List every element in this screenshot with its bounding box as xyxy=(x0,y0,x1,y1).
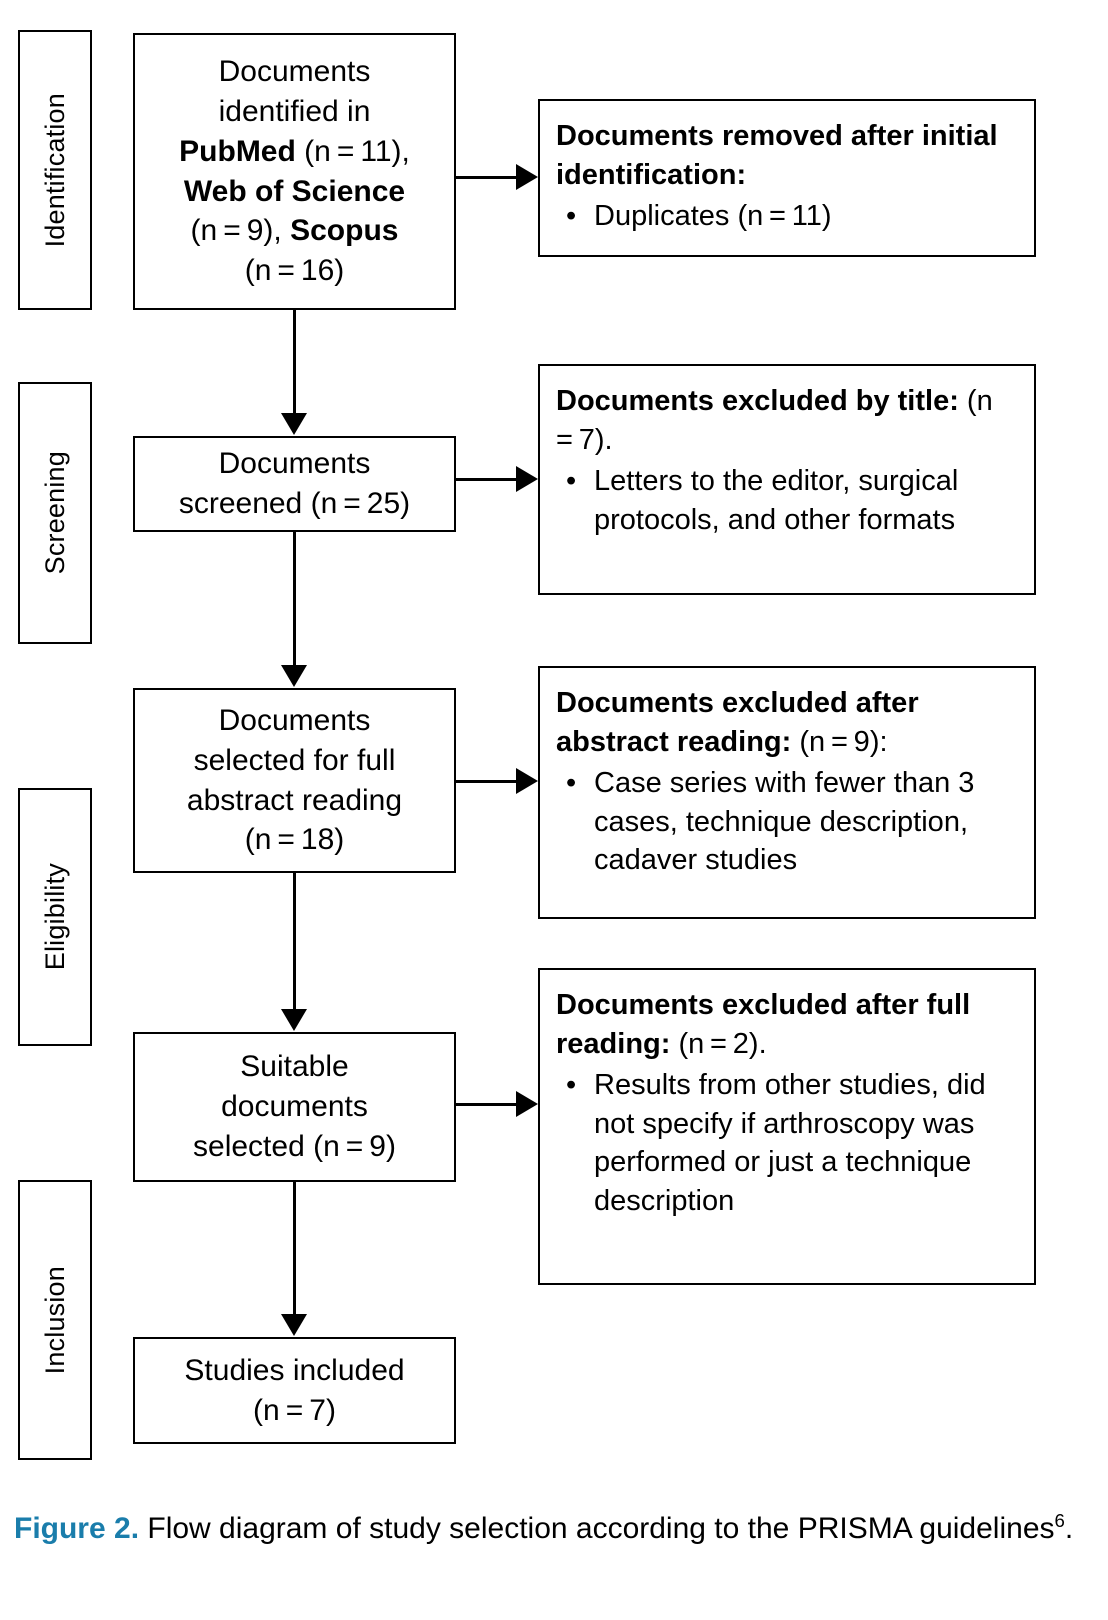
included-line-2: (n = 7) xyxy=(253,1393,336,1427)
figure-number: Figure 2. xyxy=(14,1512,140,1545)
excluded-abstract-bullet-1: Case series with fewer than 3 cases, tec… xyxy=(594,766,975,877)
suitable-line-2: documents xyxy=(221,1090,368,1124)
arrow-suitable-to-excluded-full-icon xyxy=(516,1091,538,1117)
identified-line-3: PubMed (n = 11), xyxy=(179,132,410,172)
excluded-full-heading-plain: (n = 2). xyxy=(670,1027,767,1060)
node-documents-identified: Documents identified in PubMed (n = 11),… xyxy=(133,33,456,310)
excluded-abstract-heading-bold: Documents excluded after abstract readin… xyxy=(556,687,919,758)
phase-box-inclusion: Inclusion xyxy=(18,1180,92,1460)
phase-box-screening: Screening xyxy=(18,382,92,644)
bullet-icon: • xyxy=(566,1068,577,1101)
figure-caption: Figure 2. Flow diagram of study selectio… xyxy=(14,1508,1084,1551)
arrow-abstract-to-suitable-icon xyxy=(281,1009,307,1031)
included-line-1: Studies included xyxy=(184,1353,405,1387)
removed-initial-bullet-1: Duplicates (n = 11) xyxy=(594,199,832,232)
identified-source-pubmed: PubMed xyxy=(179,134,296,168)
identified-pubmed-count: (n = 11), xyxy=(295,134,410,168)
figure-caption-reference: 6 xyxy=(1054,1510,1065,1531)
connector-suitable-to-excluded-full xyxy=(456,1103,520,1106)
identified-wos-count: (n = 9), xyxy=(190,214,291,248)
list-item: • Duplicates (n = 11) xyxy=(556,197,1020,236)
phase-label-identification: Identification xyxy=(39,92,70,248)
identified-scopus-count: (n = 16) xyxy=(244,254,345,288)
abstract-selected-line-4: (n = 18) xyxy=(244,823,345,857)
connector-abstract-to-excluded-abstract xyxy=(456,780,520,783)
arrow-suitable-to-included-icon xyxy=(281,1314,307,1336)
excluded-full-heading: Documents excluded after full reading: (… xyxy=(556,986,1020,1064)
bullet-icon: • xyxy=(566,199,577,232)
connector-abstract-to-suitable xyxy=(293,873,296,1011)
bullet-icon: • xyxy=(566,464,577,497)
phase-box-identification: Identification xyxy=(18,30,92,310)
arrow-abstract-to-excluded-abstract-icon xyxy=(516,768,538,794)
identified-source-wos: Web of Science xyxy=(183,174,406,208)
excluded-title-heading-bold: Documents excluded by title: xyxy=(556,385,959,417)
identified-line-2: identified in xyxy=(218,94,371,128)
phase-label-eligibility: Eligibility xyxy=(39,863,70,971)
arrow-screened-to-excluded-title-icon xyxy=(516,466,538,492)
list-item: • Case series with fewer than 3 cases, te… xyxy=(556,764,1020,881)
node-removed-after-initial-identification: Documents removed after initial identifi… xyxy=(538,99,1036,257)
figure-caption-text: Flow diagram of study selection accordin… xyxy=(139,1512,1055,1545)
bullet-icon: • xyxy=(566,766,577,799)
abstract-selected-line-1: Documents xyxy=(218,703,371,737)
figure-caption-tail: . xyxy=(1064,1512,1074,1545)
removed-initial-bullet-list: • Duplicates (n = 11) xyxy=(556,197,1020,236)
node-excluded-after-full-reading: Documents excluded after full reading: (… xyxy=(538,968,1036,1285)
excluded-abstract-heading-plain: (n = 9): xyxy=(791,725,888,758)
identified-source-scopus: Scopus xyxy=(290,214,399,248)
abstract-selected-line-3: abstract reading xyxy=(186,783,403,817)
excluded-title-bullet-list: • Letters to the editor, surgical protoco… xyxy=(556,462,1020,540)
excluded-abstract-heading: Documents excluded after abstract readin… xyxy=(556,684,1020,762)
connector-identified-to-removed xyxy=(456,176,520,179)
removed-initial-heading-bold: Documents removed after initial identifi… xyxy=(556,120,998,191)
excluded-full-bullet-list: • Results from other studies, did not spe… xyxy=(556,1066,1020,1221)
screened-line-1: Documents xyxy=(218,447,371,481)
removed-initial-heading: Documents removed after initial identifi… xyxy=(556,117,1020,195)
excluded-title-heading: Documents excluded by title: (n = 7). xyxy=(556,382,1020,460)
phase-label-inclusion: Inclusion xyxy=(39,1265,70,1375)
connector-screened-to-abstract xyxy=(293,532,296,667)
identified-line-4: Web of Science xyxy=(179,172,410,212)
connector-identified-to-screened xyxy=(293,310,296,415)
arrow-identified-to-removed-icon xyxy=(516,164,538,190)
node-documents-selected-abstract: Documents selected for full abstract rea… xyxy=(133,688,456,873)
identified-line-5: (n = 9), Scopus xyxy=(179,211,410,251)
node-excluded-after-abstract-reading: Documents excluded after abstract readin… xyxy=(538,666,1036,919)
node-excluded-by-title: Documents excluded by title: (n = 7). • L… xyxy=(538,364,1036,595)
arrow-identified-to-screened-icon xyxy=(281,413,307,435)
suitable-line-1: Suitable xyxy=(240,1050,349,1084)
phase-box-eligibility: Eligibility xyxy=(18,788,92,1046)
list-item: • Results from other studies, did not spe… xyxy=(556,1066,1020,1221)
node-suitable-documents: Suitable documents selected (n = 9) xyxy=(133,1032,456,1182)
connector-suitable-to-included xyxy=(293,1182,296,1316)
excluded-title-heading-plain: (n = 7). xyxy=(556,385,999,456)
excluded-abstract-bullet-list: • Case series with fewer than 3 cases, te… xyxy=(556,764,1020,881)
connector-screened-to-excluded-title xyxy=(456,478,520,481)
abstract-selected-line-2: selected for full xyxy=(193,743,396,777)
excluded-full-bullet-1: Results from other studies, did not spec… xyxy=(594,1068,986,1218)
screened-line-2: screened (n = 25) xyxy=(178,487,411,520)
list-item: • Letters to the editor, surgical protoco… xyxy=(556,462,1020,540)
node-documents-screened: Documents screened (n = 25) xyxy=(133,436,456,532)
excluded-full-heading-bold: Documents excluded after full reading: xyxy=(556,989,971,1060)
node-studies-included: Studies included (n = 7) xyxy=(133,1337,456,1444)
arrow-screened-to-abstract-icon xyxy=(281,665,307,687)
identified-line-1: Documents xyxy=(218,54,371,88)
phase-label-screening: Screening xyxy=(39,451,70,575)
suitable-line-3: selected (n = 9) xyxy=(193,1129,396,1163)
excluded-title-bullet-1: Letters to the editor, surgical protocol… xyxy=(594,464,959,536)
